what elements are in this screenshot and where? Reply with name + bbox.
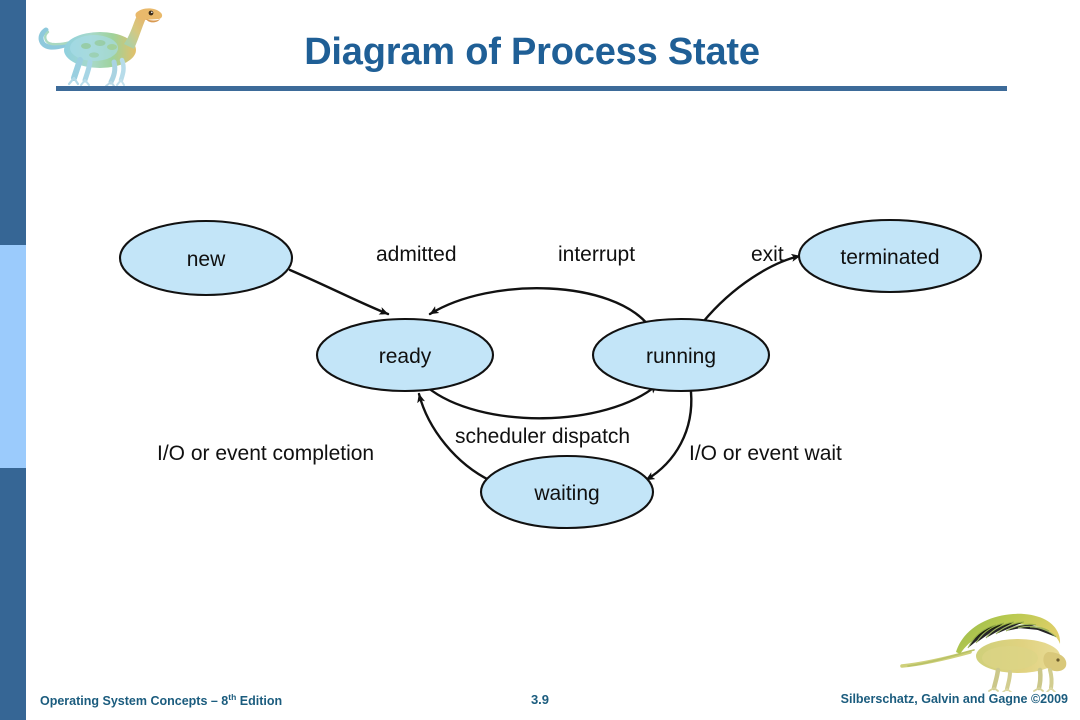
dinosaur-icon [34,2,166,88]
state-node-terminated: terminated [797,218,983,294]
edge-label-admitted: admitted [376,243,457,266]
edge-running-to-waiting [644,390,693,482]
left-decorative-sidebar [0,0,26,720]
edge-label-exit: exit [751,243,784,266]
edge-running-to-terminated [701,253,802,324]
page-title: Diagram of Process State [304,31,760,73]
edge-label-io-or-event-completion: I/O or event completion [157,442,374,465]
state-node-running: running [591,317,771,393]
slide-page-number: 3.9 [530,692,550,707]
footer-edition-ordinal: th [228,692,237,702]
footer-edition-suffix: Edition [236,694,283,709]
process-state-diagram: new ready running waiting terminated adm… [100,198,1020,542]
state-node-waiting-label: waiting [533,482,599,505]
edge-ready-to-running-dispatch [425,383,659,420]
edge-label-io-or-event-wait: I/O or event wait [689,442,842,465]
state-node-waiting: waiting [479,454,655,530]
state-node-running-label: running [646,345,716,368]
edge-waiting-to-ready [417,392,493,483]
title-underline-rule [56,86,1007,91]
state-node-new: new [118,219,294,297]
footer-edition-text: Operating System Concepts – 8th Edition [40,692,282,708]
footer-edition-main: Operating System Concepts [40,694,208,709]
footer-copyright: Silberschatz, Galvin and Gagne ©2009 [840,692,1068,706]
edge-label-scheduler-dispatch: scheduler dispatch [455,425,630,448]
state-node-ready-label: ready [379,345,432,368]
edge-running-to-ready-interrupt [428,287,651,328]
state-node-terminated-label: terminated [840,246,939,269]
sidebar-band-middle [0,245,26,468]
sidebar-band-top [0,0,26,245]
edge-new-to-ready [288,268,390,316]
footer-edition-dash: – 8 [207,694,229,709]
state-node-new-label: new [187,248,226,271]
dimetrodon-icon [898,608,1074,693]
edge-label-interrupt: interrupt [558,243,635,266]
sidebar-band-bottom [0,468,26,720]
state-node-ready: ready [315,317,495,393]
